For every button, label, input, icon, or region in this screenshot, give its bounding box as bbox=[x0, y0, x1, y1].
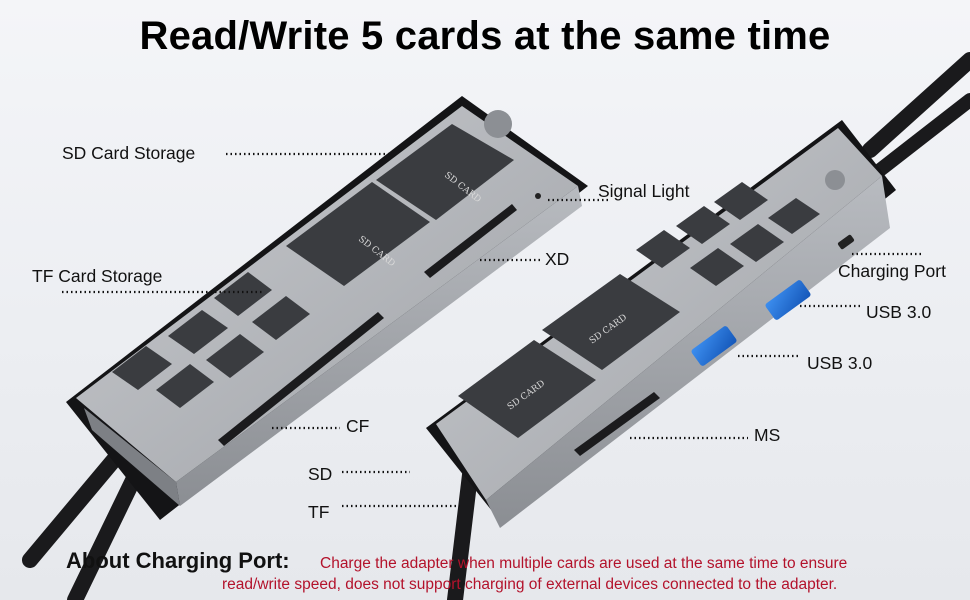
cable-icon bbox=[22, 52, 970, 600]
charging-note-line2: read/write speed, does not support charg… bbox=[222, 576, 838, 593]
label-usb-3-bottom: USB 3.0 bbox=[807, 353, 873, 373]
label-signal-light: Signal Light bbox=[598, 181, 690, 201]
label-sd-card-storage: SD Card Storage bbox=[62, 143, 196, 163]
label-xd: XD bbox=[545, 249, 570, 269]
label-tf-card-storage: TF Card Storage bbox=[32, 266, 163, 286]
label-ms: MS bbox=[754, 425, 781, 445]
label-cf: CF bbox=[346, 416, 370, 436]
charging-note-heading: About Charging Port: bbox=[66, 548, 290, 573]
label-charging-port: Charging Port bbox=[838, 261, 946, 281]
charging-note-line1: Charge the adapter when multiple cards a… bbox=[320, 555, 848, 572]
label-usb-3-top: USB 3.0 bbox=[866, 302, 932, 322]
card-reader-right-icon: SD CARD SD CARD bbox=[426, 120, 896, 528]
card-reader-left-icon: SD CARD SD CARD bbox=[66, 96, 588, 520]
label-tf: TF bbox=[308, 502, 330, 522]
label-sd: SD bbox=[308, 464, 333, 484]
page-title: Read/Write 5 cards at the same time bbox=[139, 14, 831, 58]
